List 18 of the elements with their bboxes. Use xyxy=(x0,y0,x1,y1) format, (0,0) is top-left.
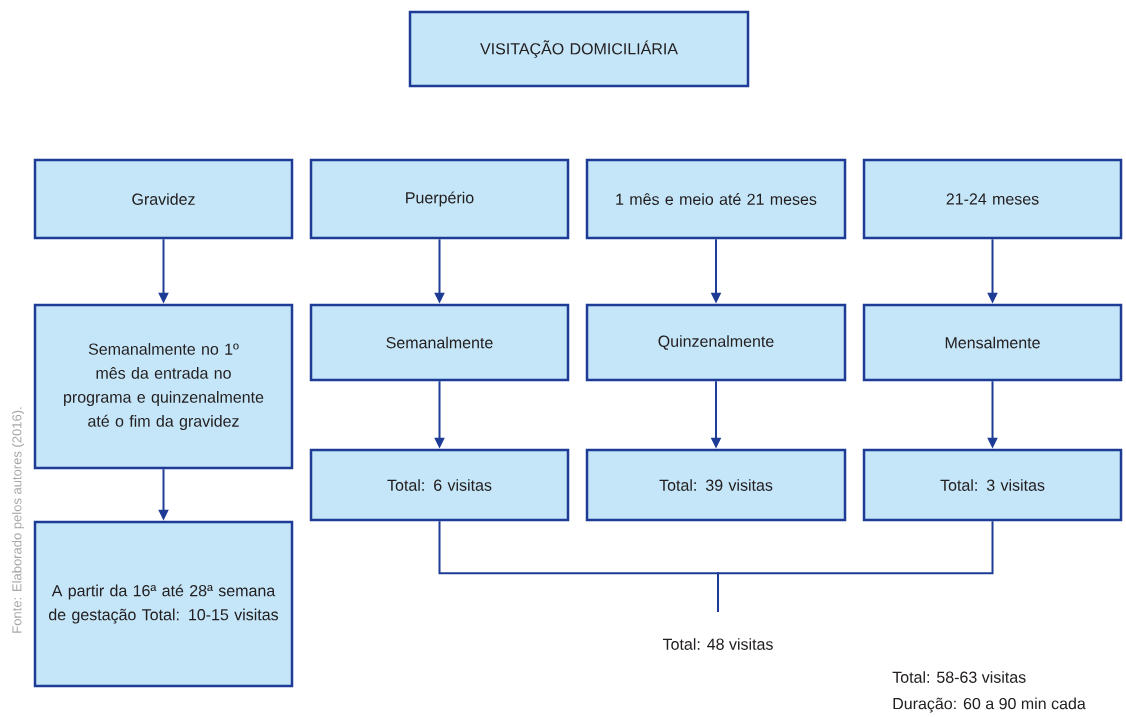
process-box: Total: 3 visitas xyxy=(862,448,1123,522)
process-box: Semanalmente xyxy=(309,303,570,382)
process-box: Gravidez xyxy=(33,158,294,240)
connector-line xyxy=(717,520,994,613)
process-box: Quinzenalmente xyxy=(585,303,847,382)
source-note: Fonte: Elaborado pelos autores (2016). xyxy=(11,407,25,633)
process-box: Mensalmente xyxy=(862,303,1123,382)
process-box: 21-24 meses xyxy=(862,158,1123,240)
process-box: 1 mês e meio até 21 meses xyxy=(585,158,847,240)
total-text: Total: 48 visitas xyxy=(662,638,773,650)
total-note: Total: 58-63 visitas xyxy=(892,671,1026,683)
process-box: Total: 39 visitas xyxy=(585,448,847,522)
process-box: Puerpério xyxy=(309,158,570,240)
process-box: Total: 6 visitas xyxy=(309,448,570,522)
process-box: A partir da 16ª até 28ª semana de gestação Total: 10-15 visitas xyxy=(33,520,294,688)
duration-note: Duração: 60 a 90 min cada xyxy=(893,697,1086,713)
process-box: VISITAÇÃO DOMICILIÁRIA xyxy=(408,10,750,88)
process-box: Semanalmente no 1º mês da entrada no programa e quinzenalmente até o fim da gravidez xyxy=(33,303,294,470)
